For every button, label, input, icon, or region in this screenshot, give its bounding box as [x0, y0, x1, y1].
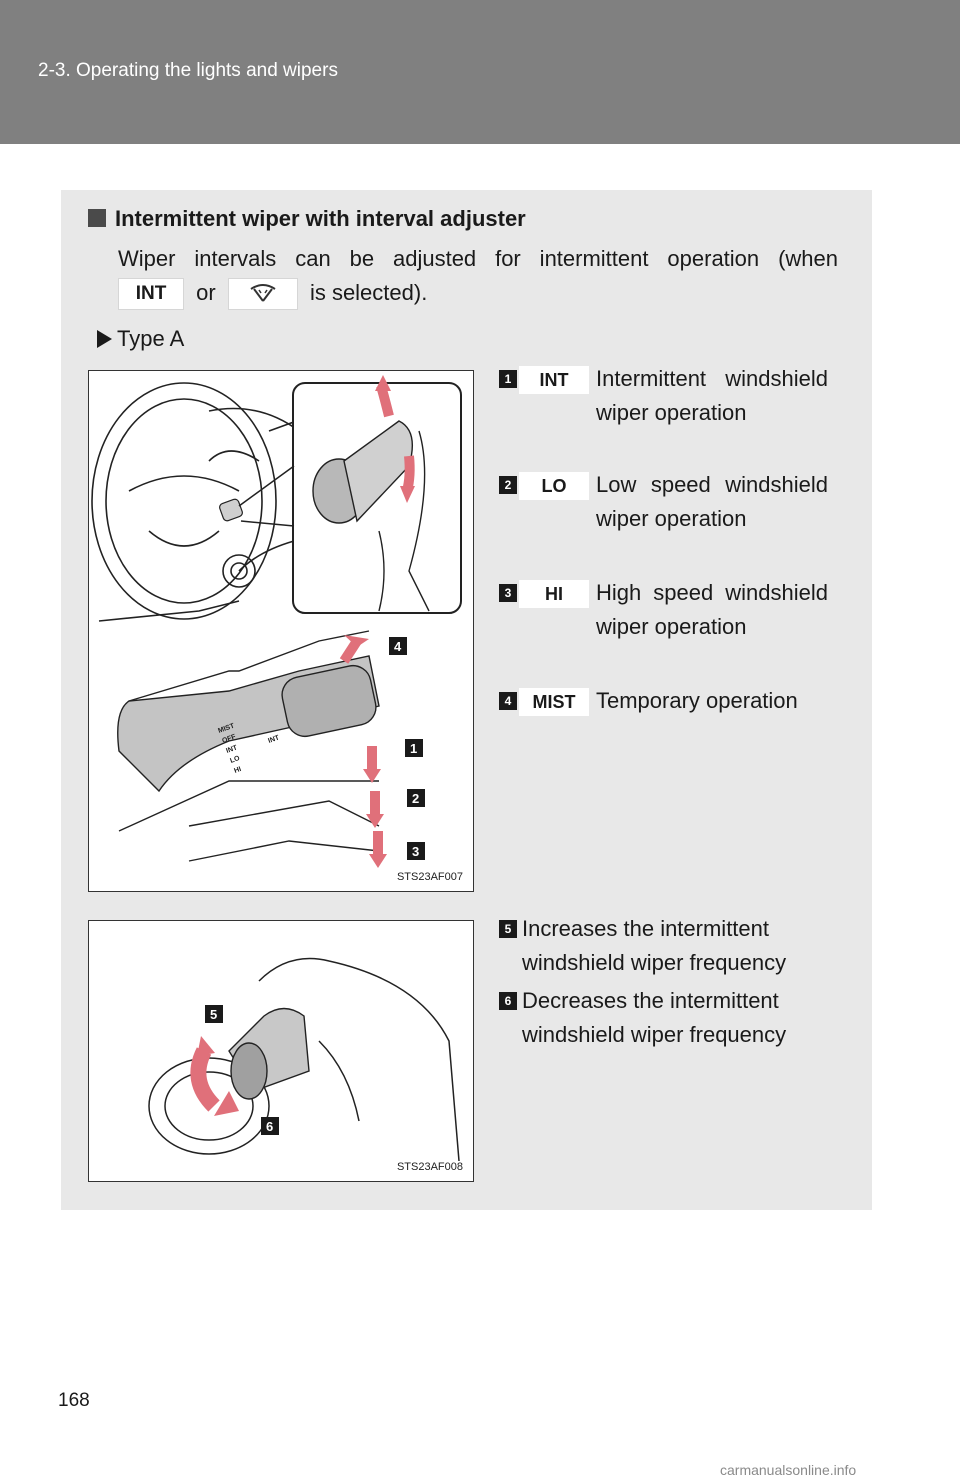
item-key: HI	[519, 580, 589, 608]
item-number: 6	[499, 992, 517, 1010]
list-item: 3 HI High speed windshield wiper operati…	[499, 580, 839, 680]
type-label-text: Type A	[117, 326, 185, 351]
figure1-callout-4: 4	[394, 639, 402, 654]
figure-wiper-lever: MIST OFF INT LO HI INT 4 1 2 3 STS23AF00…	[88, 370, 474, 892]
section-title-text: Intermittent wiper with interval adjuste…	[115, 206, 526, 231]
type-label: Type A	[97, 326, 184, 352]
square-bullet-icon	[88, 209, 106, 227]
item-number: 1	[499, 370, 517, 388]
list-item: 5 Increases the intermittent windshield …	[499, 916, 839, 986]
figure2-code: STS23AF008	[396, 1161, 463, 1173]
triangle-bullet-icon	[97, 330, 112, 348]
figure1-callout-3: 3	[412, 844, 419, 859]
item-key: LO	[519, 472, 589, 500]
list-item: 6 Decreases the intermittent windshield …	[499, 988, 839, 1058]
page-header: 2-3. Operating the lights and wipers	[0, 0, 960, 144]
item-key: MIST	[519, 688, 589, 716]
item-desc: Temporary operation	[596, 688, 798, 713]
item-key: INT	[519, 366, 589, 394]
intro-end: is selected).	[309, 280, 428, 305]
item-number: 4	[499, 692, 517, 710]
intro-paragraph: Wiper intervals can be adjusted for inte…	[118, 242, 838, 311]
lever-label-lo: LO	[229, 755, 241, 765]
list-item: 2 LO Low speed windshield wiper operatio…	[499, 472, 839, 572]
item-desc: Intermittent windshield wiper operation	[596, 366, 828, 425]
item-number: 2	[499, 476, 517, 494]
item-desc: Increases the intermittent windshield wi…	[522, 916, 787, 975]
wiper-lever-illustration: MIST OFF INT LO HI INT 4 1 2 3	[91, 375, 462, 868]
intro-line-2: INT or is selected).	[118, 276, 838, 311]
header-title: 2-3. Operating the lights and wipers	[38, 60, 338, 81]
figure1-callout-2: 2	[412, 791, 419, 806]
wiper-icon	[250, 284, 276, 302]
lever-label-hi: HI	[233, 766, 242, 775]
figure1-callout-1: 1	[410, 741, 417, 756]
interval-adjuster-illustration: 5 6	[148, 957, 460, 1162]
figure1-code: STS23AF007	[396, 871, 463, 883]
int-key-badge: INT	[118, 278, 184, 311]
figure2-callout-5: 5	[210, 1007, 217, 1022]
intro-or: or	[196, 280, 216, 305]
item-number: 3	[499, 584, 517, 602]
intro-line-1: Wiper intervals can be adjusted for inte…	[118, 246, 838, 271]
item-number: 5	[499, 920, 517, 938]
lever-label-off: OFF	[221, 733, 237, 745]
watermark: carmanualsonline.info	[720, 1462, 857, 1478]
wiper-key-badge	[227, 278, 298, 311]
figure2-callout-6: 6	[266, 1119, 273, 1134]
item-desc: Low speed windshield wiper operation	[596, 472, 828, 531]
page-number: 168	[58, 1390, 90, 1411]
list-item: 1 INT Intermittent windshield wiper oper…	[499, 366, 839, 466]
lever-label-int: INT	[225, 744, 239, 755]
item-desc: High speed windshield wiper operation	[596, 580, 828, 639]
ring-label-int: INT	[267, 734, 281, 745]
item-desc: Decreases the intermittent windshield wi…	[522, 988, 787, 1047]
section-title: Intermittent wiper with interval adjuste…	[88, 206, 526, 232]
list-item: 4 MIST Temporary operation	[499, 688, 839, 728]
figure-interval-adjuster: 5 6 STS23AF008	[88, 920, 474, 1182]
